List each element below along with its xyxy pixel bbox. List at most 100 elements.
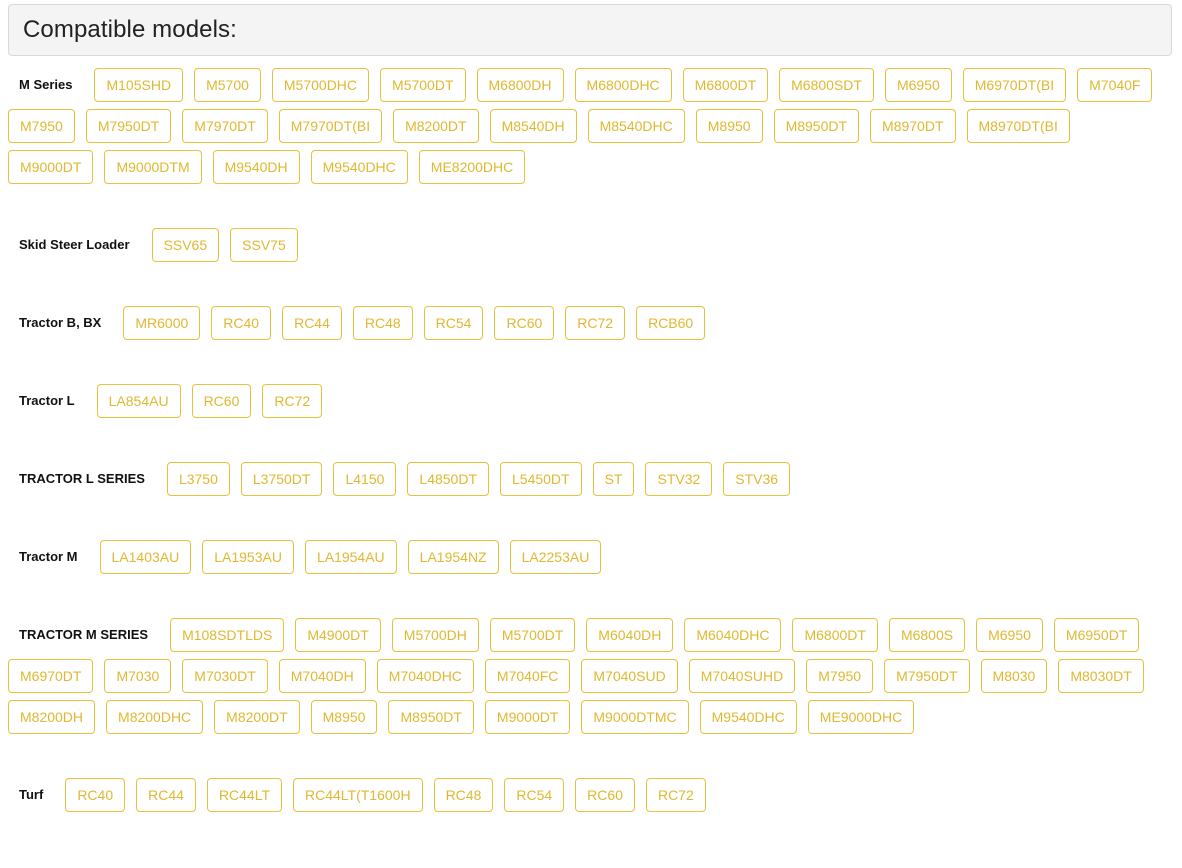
model-chip[interactable]: RC44LT xyxy=(206,778,282,812)
model-chip[interactable]: M5700DT xyxy=(380,68,466,102)
model-chip[interactable]: M7970DT(BI xyxy=(278,109,383,143)
group-spacer xyxy=(8,191,1174,228)
model-chip[interactable]: L3750DT xyxy=(240,462,323,496)
model-chip[interactable]: M6800S xyxy=(888,618,966,652)
model-chip[interactable]: M6970DT xyxy=(8,659,94,693)
model-chip[interactable]: M6800SDT xyxy=(779,68,874,102)
model-chip[interactable]: M6800DH xyxy=(476,68,564,102)
model-chip[interactable]: M5700DH xyxy=(391,618,479,652)
model-chip[interactable]: STV32 xyxy=(645,462,713,496)
model-chip[interactable]: M6970DT(BI xyxy=(962,68,1067,102)
model-chip[interactable]: M9540DH xyxy=(212,150,300,184)
model-chip[interactable]: SSV75 xyxy=(230,228,298,262)
model-chip[interactable]: M8950DT xyxy=(388,700,474,734)
model-chip[interactable]: M7040F xyxy=(1077,68,1153,102)
model-chip[interactable]: M7040DHC xyxy=(376,659,474,693)
model-chip[interactable]: M7030 xyxy=(104,659,172,693)
model-chip[interactable]: M8030 xyxy=(980,659,1048,693)
model-chip[interactable]: M8540DH xyxy=(489,109,577,143)
model-chip[interactable]: M8030DT xyxy=(1058,659,1144,693)
model-chip[interactable]: ME9000DHC xyxy=(807,700,915,734)
model-chip[interactable]: M8200DT xyxy=(214,700,300,734)
model-chip[interactable]: M7040FC xyxy=(484,659,571,693)
model-chip[interactable]: M8540DHC xyxy=(587,109,685,143)
model-chip[interactable]: RC72 xyxy=(645,778,706,812)
model-chip-list: Tractor L LA854AU RC60 RC72 xyxy=(8,384,1174,425)
model-chip[interactable]: M105SHD xyxy=(94,68,184,102)
model-chip[interactable]: M7040SUHD xyxy=(688,659,796,693)
model-chip[interactable]: M9540DHC xyxy=(699,700,797,734)
model-chip[interactable]: RC44LT(T1600H xyxy=(293,778,423,812)
model-chip[interactable]: M6800DHC xyxy=(574,68,672,102)
model-chip[interactable]: M9000DT xyxy=(8,150,94,184)
model-chip[interactable]: RC60 xyxy=(191,384,252,418)
model-chip[interactable]: RCB60 xyxy=(636,306,706,340)
model-chip[interactable]: M9540DHC xyxy=(310,150,408,184)
model-chip[interactable]: SSV65 xyxy=(151,228,220,262)
model-chip[interactable]: M8970DT(BI xyxy=(966,109,1070,143)
model-chip[interactable]: M5700DT xyxy=(489,618,576,652)
model-chip[interactable]: RC40 xyxy=(211,306,272,340)
model-chip[interactable]: LA2253AU xyxy=(509,540,602,574)
series-label: Tractor L xyxy=(19,393,75,408)
model-chip[interactable]: RC44 xyxy=(136,778,196,812)
model-chip[interactable]: LA1954AU xyxy=(304,540,397,574)
model-chip[interactable]: L5450DT xyxy=(500,462,582,496)
model-chip[interactable]: M6950 xyxy=(884,68,952,102)
page-title: Compatible models: xyxy=(23,16,237,43)
model-chip[interactable]: M7950 xyxy=(8,109,75,143)
model-chip[interactable]: RC54 xyxy=(423,306,484,340)
model-chip[interactable]: L4850DT xyxy=(407,462,489,496)
model-chip[interactable]: M7030DT xyxy=(182,659,268,693)
model-chip[interactable]: M6950 xyxy=(976,618,1043,652)
model-chip[interactable]: M9000DTM xyxy=(104,150,202,184)
model-chip[interactable]: ST xyxy=(592,462,635,496)
model-chip[interactable]: M9000DT xyxy=(484,700,571,734)
model-chip[interactable]: M7040SUD xyxy=(581,659,678,693)
model-chip[interactable]: L4150 xyxy=(333,462,397,496)
model-chip[interactable]: M7950DT xyxy=(85,109,172,143)
model-chip[interactable]: RC60 xyxy=(575,778,635,812)
model-chip[interactable]: M108SDTLDS xyxy=(170,618,285,652)
model-chip[interactable]: M6040DHC xyxy=(684,618,782,652)
model-chip[interactable]: M7950DT xyxy=(884,659,970,693)
model-chip[interactable]: M6950DT xyxy=(1053,618,1140,652)
model-chip[interactable]: M7950 xyxy=(806,659,874,693)
model-chip[interactable]: LA1953AU xyxy=(202,540,294,574)
model-chip[interactable]: M4900DT xyxy=(295,618,381,652)
model-chip[interactable]: M7970DT xyxy=(182,109,268,143)
group-spacer xyxy=(8,269,1174,306)
model-chip[interactable]: RC72 xyxy=(565,306,626,340)
model-chip[interactable]: L3750 xyxy=(166,462,230,496)
model-chip[interactable]: M6800DT xyxy=(792,618,878,652)
model-chip[interactable]: STV36 xyxy=(723,462,791,496)
model-chip[interactable]: M7040DH xyxy=(278,659,366,693)
model-chip[interactable]: LA854AU xyxy=(96,384,181,418)
model-chip[interactable]: RC40 xyxy=(65,778,126,812)
model-chip[interactable]: M5700DHC xyxy=(271,68,370,102)
model-chip[interactable]: RC60 xyxy=(494,306,555,340)
model-chip[interactable]: RC54 xyxy=(504,778,565,812)
model-chip[interactable]: RC72 xyxy=(262,384,323,418)
model-chip[interactable]: M8200DH xyxy=(8,700,96,734)
model-chip[interactable]: LA1954NZ xyxy=(407,540,499,574)
model-chip[interactable]: MR6000 xyxy=(123,306,201,340)
model-chip[interactable]: M6800DT xyxy=(682,68,769,102)
model-chip[interactable]: M8950 xyxy=(695,109,763,143)
model-chip[interactable]: ME8200DHC xyxy=(418,150,526,184)
model-chip[interactable]: M8950DT xyxy=(773,109,860,143)
model-chip[interactable]: M8200DHC xyxy=(106,700,204,734)
model-chip[interactable]: M8200DT xyxy=(393,109,479,143)
model-chip[interactable]: LA1403AU xyxy=(99,540,192,574)
model-chip[interactable]: RC48 xyxy=(352,306,413,340)
model-chip[interactable]: M8950 xyxy=(310,700,378,734)
group-spacer xyxy=(8,503,1174,540)
model-chip[interactable]: M5700 xyxy=(194,68,261,102)
model-chip[interactable]: M6040DH xyxy=(586,618,674,652)
model-chip[interactable]: M9000DTMC xyxy=(581,700,689,734)
model-chip[interactable]: RC48 xyxy=(433,778,494,812)
model-chip[interactable]: M8970DT xyxy=(870,109,956,143)
model-chip[interactable]: RC44 xyxy=(282,306,342,340)
